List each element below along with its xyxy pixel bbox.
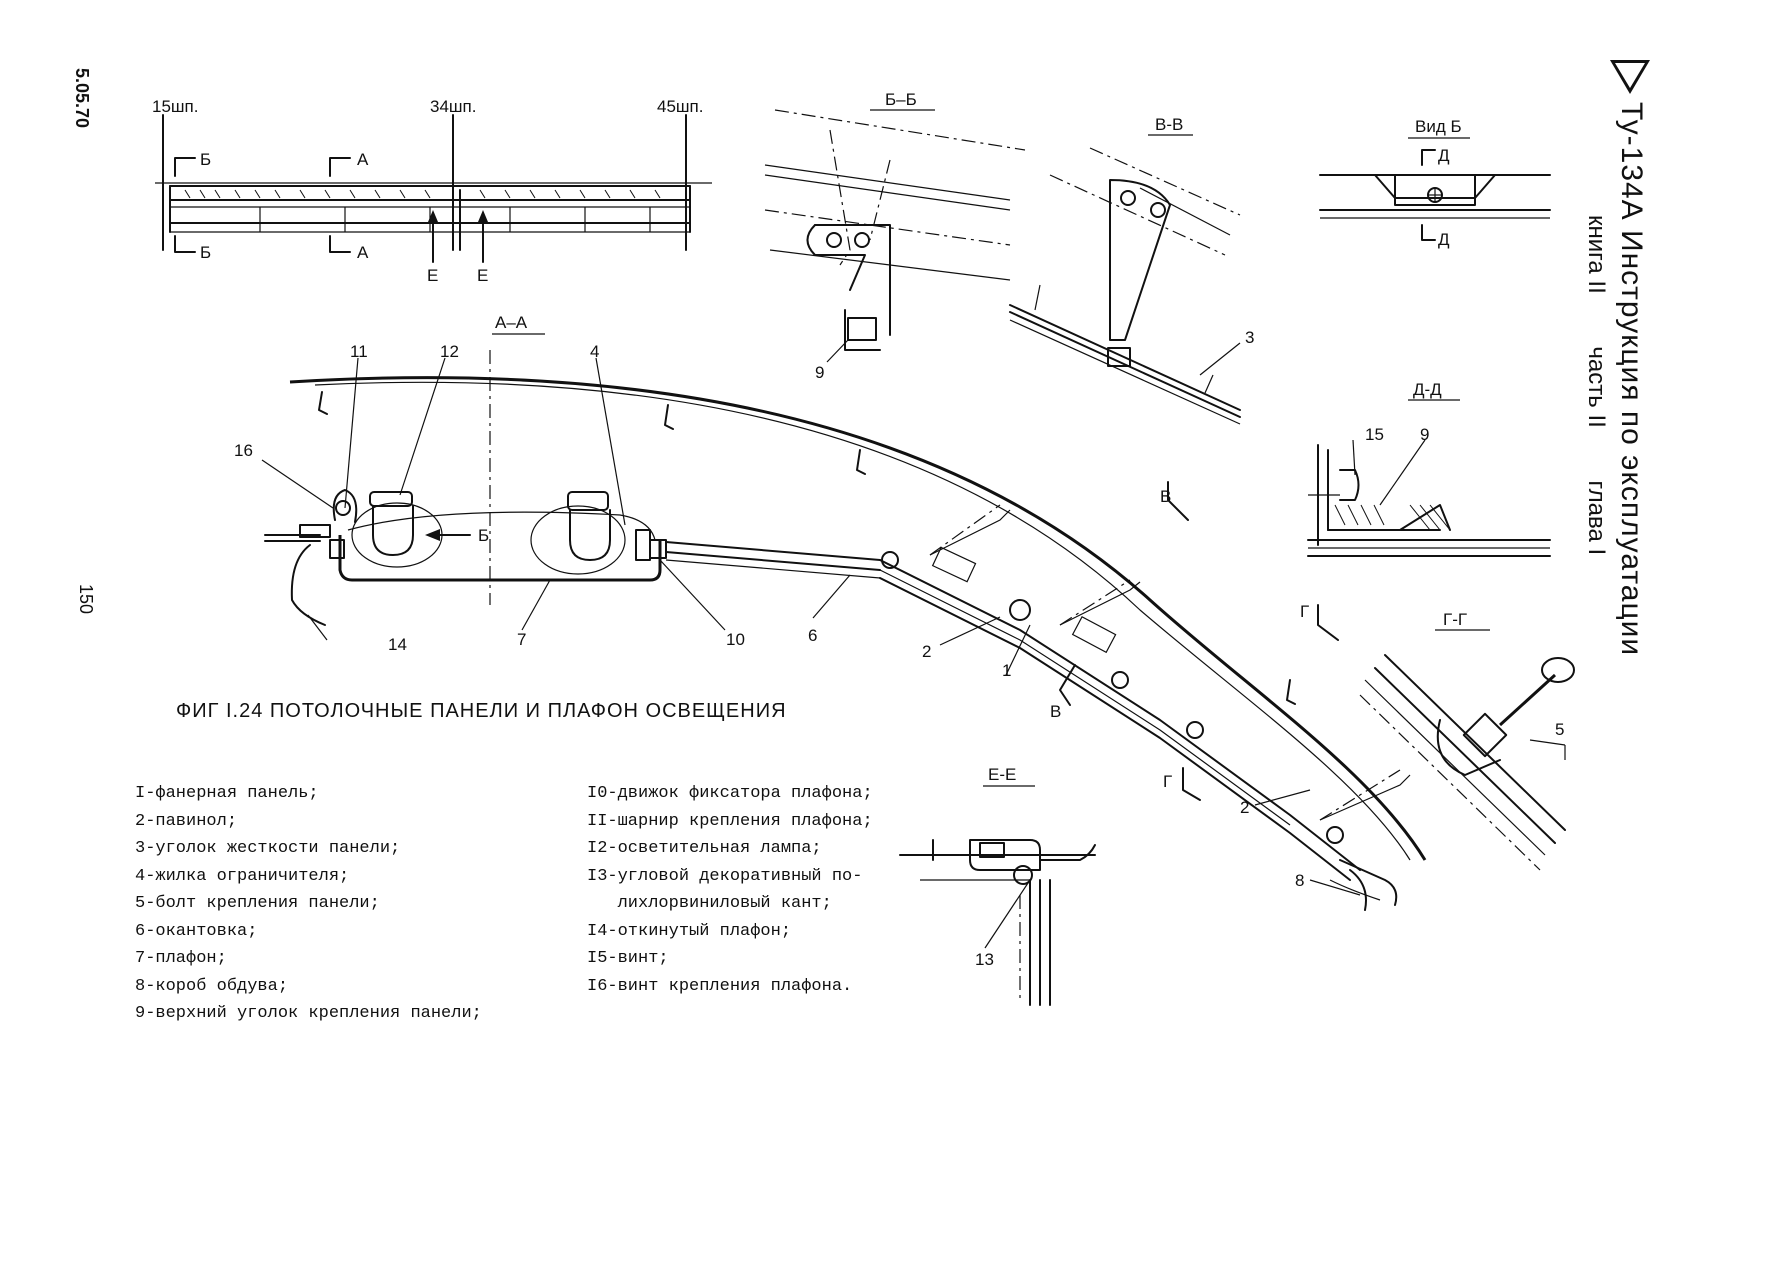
cut-mark-a-top: А: [357, 150, 369, 169]
callout-13: 13: [975, 950, 994, 969]
callout-16: 16: [234, 441, 253, 460]
callout-7: 7: [517, 630, 526, 649]
section-vv-title: В-В: [1155, 115, 1183, 134]
legend-item: I-фанерная панель;: [135, 784, 319, 803]
cut-mark-d-bottom: Д: [1438, 230, 1450, 249]
cut-mark-b-bottom: Б: [200, 243, 211, 262]
section-vv: В-В 3: [1009, 115, 1254, 425]
legend-item: 3-уголок жесткости панели;: [135, 839, 401, 858]
top-view: 15шп. 34шп. 45шп.: [152, 97, 712, 285]
legend-item: 8-короб обдува;: [135, 976, 289, 996]
callout-2-upper: 2: [922, 642, 931, 661]
legend-item: I0-движок фиксатора плафона;: [587, 784, 873, 803]
callout-1: 1: [1002, 661, 1011, 680]
section-aa: А–А Б: [234, 313, 1427, 911]
legend-item: I4-откинутый плафон;: [587, 921, 792, 941]
section-ee-title: Е-Е: [988, 765, 1016, 784]
callout-9-dd: 9: [1420, 425, 1429, 444]
legend-item: 4-жилка ограничителя;: [135, 866, 350, 886]
callout-11: 11: [350, 342, 368, 361]
callout-8: 8: [1295, 871, 1304, 890]
legend-item: 6-окантовка;: [135, 921, 258, 941]
arrow-b-label: Б: [478, 526, 489, 545]
cut-mark-b-top: Б: [200, 150, 211, 169]
frame-label-34: 34шп.: [430, 97, 476, 116]
view-b-title: Вид Б: [1415, 117, 1462, 136]
arrow-g-label-bottom: Г: [1163, 772, 1172, 791]
legend-item: лихлорвиниловый кант;: [587, 894, 832, 913]
cut-mark-d-top: Д: [1438, 146, 1450, 165]
section-gg-title: Г-Г: [1443, 610, 1467, 629]
cut-mark-a-bottom: А: [357, 243, 369, 262]
callout-6: 6: [808, 626, 817, 645]
legend-item: I2-осветительная лампа;: [587, 839, 822, 858]
legend-item: I3-угловой декоративный по-: [587, 866, 863, 886]
section-aa-title: А–А: [495, 313, 528, 332]
section-bb-title: Б–Б: [885, 90, 917, 109]
section-ee: Е-Е 13: [899, 765, 1096, 1006]
legend-item: I6-винт крепления плафона.: [587, 976, 853, 996]
legend-item: 5-болт крепления панели;: [135, 894, 380, 913]
view-b: Вид Б Д Д: [1319, 117, 1551, 249]
legend-item: 9-верхний уголок крепления панели;: [135, 1004, 482, 1023]
callout-12: 12: [440, 342, 459, 361]
legend-left: I-фанерная панель; 2-павинол; 3-уголок ж…: [135, 780, 482, 1028]
arrow-g-label-top: Г: [1300, 602, 1309, 621]
frame-label-15: 15шп.: [152, 97, 198, 116]
section-gg: Г-Г 5: [1359, 610, 1575, 871]
callout-4: 4: [590, 342, 599, 361]
legend-item: II-шарнир крепления плафона;: [587, 811, 873, 831]
cut-mark-e-left: Е: [427, 266, 438, 285]
arrow-v-label-bottom: В: [1050, 702, 1061, 721]
section-bb: Б–Б 9: [764, 90, 1026, 382]
legend-item: I5-винт;: [587, 949, 669, 968]
legend-item: 2-павинол;: [135, 811, 238, 831]
legend-right: I0-движок фиксатора плафона; II-шарнир к…: [587, 780, 873, 1000]
cut-mark-e-right: Е: [477, 266, 488, 285]
figure-caption: ФИГ I.24 ПОТОЛОЧНЫЕ ПАНЕЛИ И ПЛАФОН ОСВЕ…: [176, 700, 787, 722]
callout-15: 15: [1365, 425, 1384, 444]
section-dd-title: Д-Д: [1413, 380, 1442, 399]
arrow-v-label-top: В: [1160, 487, 1171, 506]
callout-9-bb: 9: [815, 363, 824, 382]
callout-10: 10: [726, 630, 745, 649]
legend-item: 7-плафон;: [135, 949, 227, 968]
frame-label-45: 45шп.: [657, 97, 703, 116]
callout-5: 5: [1555, 720, 1564, 739]
callout-2-lower: 2: [1240, 798, 1249, 817]
callout-3: 3: [1245, 328, 1254, 347]
section-dd: Д-Д 15 9: [1307, 380, 1551, 557]
callout-14: 14: [388, 635, 407, 654]
